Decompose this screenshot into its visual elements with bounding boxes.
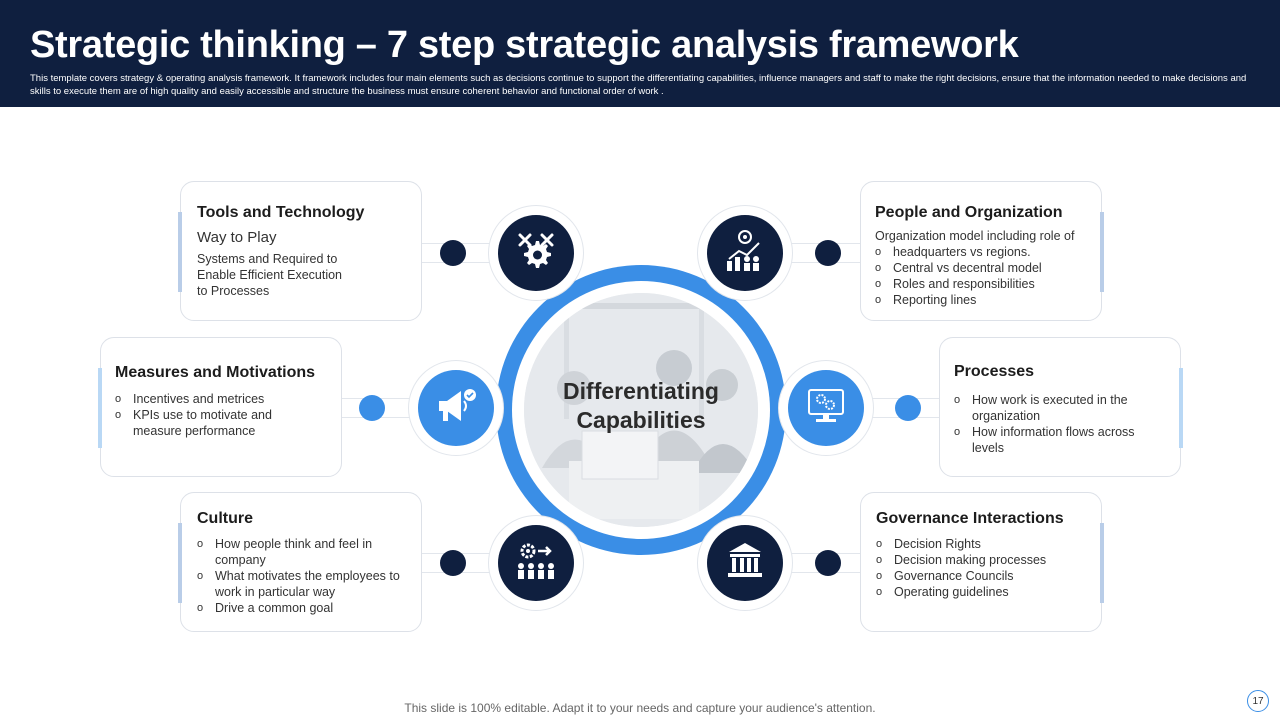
card-governance-interactions: Governance Interactions Decision Rights … <box>860 492 1104 632</box>
gear-team-icon <box>514 539 558 588</box>
card-title: Culture <box>197 510 253 527</box>
page-number: 17 <box>1247 690 1269 712</box>
center-inner <box>512 281 770 539</box>
header-banner: Strategic thinking – 7 step strategic an… <box>0 0 1280 107</box>
dot-governance <box>815 550 841 576</box>
center-ring: Differentiating Capabilities <box>496 265 786 555</box>
list-item: How work is executed in the organization <box>954 392 1139 424</box>
list-item: Incentives and metrices <box>115 391 315 407</box>
slide-subtitle: This template covers strategy & operatin… <box>30 73 1247 97</box>
card-people-organization: People and Organization Organization mod… <box>860 181 1104 321</box>
card-text: Organization model including role of <box>875 229 1075 243</box>
bank-building-icon <box>723 539 767 588</box>
card-title: Processes <box>954 363 1035 380</box>
list-item: Governance Councils <box>876 568 1046 584</box>
list-item: Decision making processes <box>876 552 1046 568</box>
monitor-gears-icon <box>804 384 848 433</box>
list-item: Operating guidelines <box>876 584 1046 600</box>
list-item: Reporting lines <box>875 292 1042 308</box>
list-item: KPIs use to motivate and measure perform… <box>115 407 315 439</box>
processes-icon-holder <box>778 360 874 456</box>
bullet-list: Incentives and metrices KPIs use to moti… <box>115 391 315 439</box>
megaphone-icon <box>433 383 479 434</box>
center-label: Differentiating Capabilities <box>563 378 719 433</box>
list-item: Decision Rights <box>876 536 1046 552</box>
bullet-list: Decision Rights Decision making processe… <box>876 536 1046 600</box>
bullet-list: How people think and feel in company Wha… <box>197 536 417 616</box>
dot-culture <box>440 550 466 576</box>
growth-chart-people-icon <box>723 229 767 278</box>
dot-processes <box>895 395 921 421</box>
bullet-list: headquarters vs regions. Central vs dece… <box>875 244 1042 308</box>
team-photo <box>524 293 758 527</box>
measures-icon-holder <box>408 360 504 456</box>
tools-icon-holder <box>488 205 584 301</box>
list-item: Central vs decentral model <box>875 260 1042 276</box>
card-processes: Processes How work is executed in the or… <box>939 337 1183 477</box>
people-icon-holder <box>697 205 793 301</box>
card-title: Measures and Motivations <box>115 364 316 381</box>
card-title: Tools and Technology <box>197 204 365 221</box>
list-item: How information flows across levels <box>954 424 1139 456</box>
list-item: Drive a common goal <box>197 600 417 616</box>
governance-icon-holder <box>697 515 793 611</box>
gear-wrench-icon <box>514 229 558 278</box>
footer-note: This slide is 100% editable. Adapt it to… <box>404 701 876 715</box>
dot-tools <box>440 240 466 266</box>
list-item: What motivates the employees to work in … <box>197 568 417 600</box>
card-subtitle: Way to Play <box>197 229 277 246</box>
card-culture: Culture How people think and feel in com… <box>178 492 422 632</box>
culture-icon-holder <box>488 515 584 611</box>
card-text: Systems and Required to Enable Efficient… <box>197 252 343 298</box>
dot-measures <box>359 395 385 421</box>
slide-title: Strategic thinking – 7 step strategic an… <box>30 24 1019 66</box>
card-title: People and Organization <box>875 204 1063 221</box>
list-item: Roles and responsibilities <box>875 276 1042 292</box>
list-item: How people think and feel in company <box>197 536 417 568</box>
bullet-list: How work is executed in the organization… <box>954 392 1139 456</box>
card-measures-motivations: Measures and Motivations Incentives and … <box>98 337 342 477</box>
dot-people <box>815 240 841 266</box>
card-title: Governance Interactions <box>876 510 1064 527</box>
card-tools-technology: Tools and Technology Way to Play Systems… <box>178 181 422 321</box>
list-item: headquarters vs regions. <box>875 244 1042 260</box>
